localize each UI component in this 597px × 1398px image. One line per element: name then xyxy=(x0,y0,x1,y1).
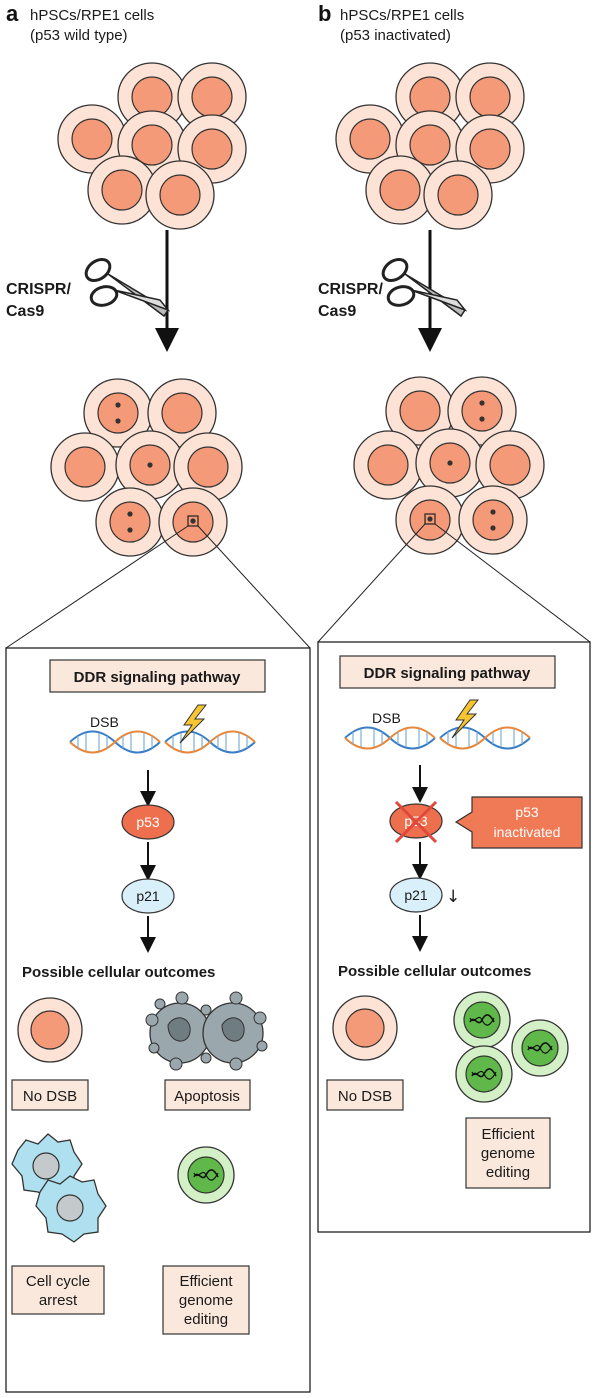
panel-b-zoom-line-left xyxy=(317,523,426,643)
panel-b-letter: b xyxy=(318,1,331,26)
panel-a-p21-label: p21 xyxy=(136,888,160,904)
panel-b-p21-down-arrow-icon: ↓ xyxy=(446,887,460,907)
panel-a-outcome-no-dsb-cell xyxy=(17,997,83,1063)
panel-b-callout-line2: inactivated xyxy=(494,824,561,840)
panel-b-inactivated-callout xyxy=(454,796,583,849)
panel-b-cell-cluster-top xyxy=(335,62,525,230)
panel-a-crispr-line2: Cas9 xyxy=(6,303,44,320)
panel-b-edit-line2: genome xyxy=(481,1145,535,1162)
panel-b-edit-box xyxy=(465,1117,551,1189)
panel-b-crispr-line1: CRISPR/ xyxy=(318,281,383,298)
panel-a-arrest-line1: Cell cycle xyxy=(26,1273,90,1290)
panel-a-apoptosis-label: Apoptosis xyxy=(174,1088,240,1105)
panel-b-pathway-title: DDR signaling pathway xyxy=(364,665,531,682)
panel-a-scissors-icon xyxy=(80,253,170,318)
panel-b-outcomes-title: Possible cellular outcomes xyxy=(338,963,531,980)
panel-a-pathway-box xyxy=(49,659,266,693)
panel-b-no-dsb-label: No DSB xyxy=(338,1088,392,1105)
panel-a-edit-line1: Efficient xyxy=(179,1273,233,1290)
panel-b-outcome-no-dsb-cell xyxy=(332,995,398,1061)
panel-a-no-dsb-box xyxy=(11,1079,89,1111)
panel-b-pathway-box xyxy=(339,655,556,689)
panel-b-scissors-icon xyxy=(377,253,467,318)
panel-b-title-line2: (p53 inactivated) xyxy=(340,27,451,44)
panel-b-edit-line1: Efficient xyxy=(481,1126,535,1143)
panel-a-arrest-line2: arrest xyxy=(39,1292,78,1309)
panel-b-cell-cluster-edited xyxy=(353,376,545,555)
panel-a-p53-label: p53 xyxy=(136,814,160,830)
panel-a-cell-cluster-top xyxy=(57,62,247,230)
panel-a-outcomes-title: Possible cellular outcomes xyxy=(22,964,215,981)
panel-a-apoptosis-box xyxy=(164,1079,251,1111)
panel-b-edit-line3: editing xyxy=(486,1164,530,1181)
panel-b-p21-label: p21 xyxy=(404,887,428,903)
panel-b-callout-line1: p53 xyxy=(515,804,539,820)
panel-b-no-dsb-box xyxy=(326,1079,404,1111)
panel-b-inactivation-cross xyxy=(394,800,438,844)
panel-a-dsb-label: DSB xyxy=(90,714,119,730)
panel-a-title-line1: hPSCs/RPE1 cells xyxy=(30,7,154,24)
panel-a-edit-cell xyxy=(177,1146,235,1204)
panel-a-crispr-line1: CRISPR/ xyxy=(6,281,71,298)
panel-a-apoptosis-cells xyxy=(145,991,268,1071)
panel-b-crispr-line2: Cas9 xyxy=(318,303,356,320)
panel-a-p21-node xyxy=(121,878,175,914)
panel-a-pathway-title: DDR signaling pathway xyxy=(74,669,241,686)
panel-a-zoom-line-left xyxy=(5,525,189,649)
panel-a-cell-cluster-edited xyxy=(50,378,243,557)
panel-b-dsb-label: DSB xyxy=(372,710,401,726)
panel-a-no-dsb-label: No DSB xyxy=(23,1088,77,1105)
panel-a-p53-node xyxy=(121,804,175,840)
panel-a-arrest-box xyxy=(11,1265,105,1315)
panel-b-zoom-line-right xyxy=(434,523,591,643)
panel-a-arrest-cells xyxy=(11,1133,107,1243)
panel-b-p21-node xyxy=(389,877,443,913)
panel-a-letter: a xyxy=(6,1,19,26)
panel-a-title-line2: (p53 wild type) xyxy=(30,27,128,44)
panel-a-edit-line2: genome xyxy=(179,1292,233,1309)
panel-b-title-line1: hPSCs/RPE1 cells xyxy=(340,7,464,24)
panel-a-edit-line3: editing xyxy=(184,1311,228,1328)
panel-a-zoom-line-right xyxy=(197,525,311,649)
panel-a-edit-box xyxy=(162,1265,250,1335)
